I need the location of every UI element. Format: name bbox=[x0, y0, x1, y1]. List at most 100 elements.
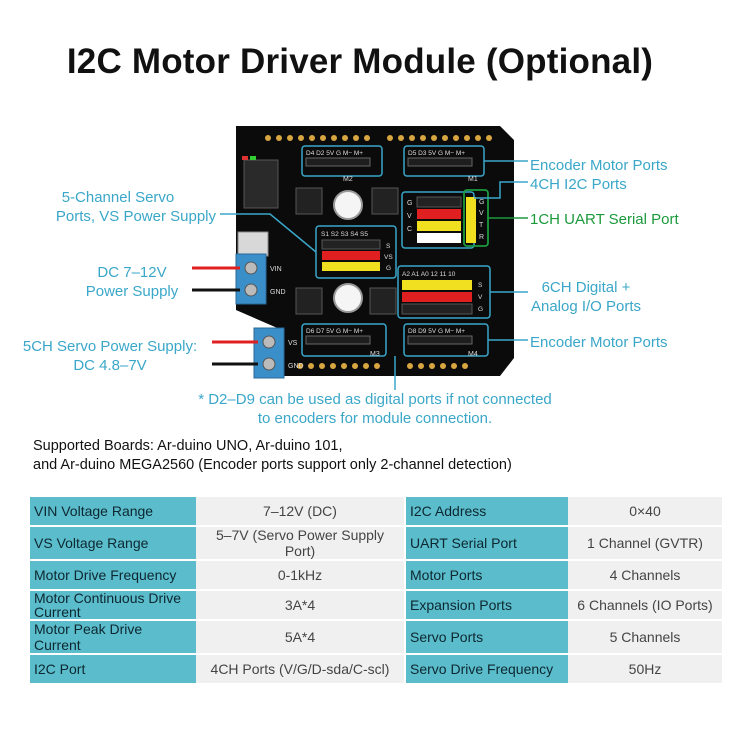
vs-label: VS bbox=[288, 340, 298, 347]
m3-label: M3 bbox=[370, 351, 380, 358]
ic-chip bbox=[243, 159, 279, 209]
board-diagram: D4 D2 5V G M− M+ M2 D5 D3 5V G M− M+ M1 … bbox=[192, 126, 528, 390]
gvtr-r: R bbox=[479, 234, 484, 241]
gnd-label: GND bbox=[270, 289, 286, 296]
page-title: I2C Motor Driver Module (Optional) bbox=[66, 42, 654, 81]
analog-side-s: S bbox=[478, 282, 483, 289]
servo-side-s: S bbox=[386, 243, 391, 250]
label-servo-power-line1: 5CH Servo Power Supply: bbox=[22, 338, 198, 355]
table-row: I2C Port 4CH Ports (V/G/D-sda/C-scl) Ser… bbox=[30, 655, 722, 683]
table-row: Motor Continuous Drive Current 3A*4 Expa… bbox=[30, 591, 722, 619]
servo-side-vs: VS bbox=[384, 254, 393, 261]
spec-key: UART Serial Port bbox=[406, 527, 568, 559]
table-row: VIN Voltage Range 7–12V (DC) I2C Address… bbox=[30, 497, 722, 525]
servo-header-text: S1 S2 S3 S4 S5 bbox=[321, 231, 368, 238]
inductor bbox=[237, 231, 269, 257]
table-row: Motor Drive Frequency 0-1kHz Motor Ports… bbox=[30, 561, 722, 589]
spec-key: Servo Ports bbox=[406, 621, 568, 653]
spec-key: VS Voltage Range bbox=[30, 527, 196, 559]
pin-strip bbox=[305, 335, 371, 345]
label-i2c-ports: 4CH I2C Ports bbox=[530, 176, 627, 193]
led bbox=[242, 156, 248, 160]
m4-label: M4 bbox=[468, 351, 478, 358]
label-dc-line1: DC 7–12V bbox=[97, 264, 167, 281]
ic-chip bbox=[369, 287, 397, 315]
top-gold-pins bbox=[265, 135, 492, 141]
label-encoder-top: Encoder Motor Ports bbox=[530, 157, 668, 174]
spec-value: 5A*4 bbox=[196, 621, 404, 653]
header-top-right-text: D5 D3 5V G M− M+ bbox=[408, 150, 465, 157]
label-digital-line1: 6CH Digital + bbox=[541, 279, 631, 296]
spec-value: 0-1kHz bbox=[196, 561, 404, 589]
ic-chip bbox=[295, 287, 323, 315]
spec-key: Motor Peak Drive Current bbox=[30, 621, 196, 653]
pin-strip bbox=[305, 157, 371, 167]
i2c-pins bbox=[416, 196, 462, 243]
spec-value: 4 Channels bbox=[568, 561, 722, 589]
label-servo-power: 5CH Servo Power Supply: DC 4.8–7V bbox=[12, 337, 208, 375]
spec-value: 3A*4 bbox=[196, 591, 404, 619]
analog-header-text: A2 A1 A0 12 11 10 bbox=[402, 271, 456, 278]
vin-label: VIN bbox=[270, 266, 282, 273]
gnd2-label: GND bbox=[288, 363, 304, 370]
mount-hole bbox=[333, 190, 363, 220]
gvtr-t: T bbox=[479, 222, 484, 229]
spec-value: 7–12V (DC) bbox=[196, 497, 404, 525]
gvc-side-g: G bbox=[407, 200, 412, 207]
label-servo-ports-line1: 5-Channel Servo bbox=[61, 189, 175, 206]
encoder-header-box bbox=[301, 145, 383, 177]
bottom-gold-pins bbox=[297, 363, 468, 369]
label-uart: 1CH UART Serial Port bbox=[530, 211, 679, 228]
header-bottom-left-text: D6 D7 5V G M− M+ bbox=[306, 328, 363, 335]
spec-value: 4CH Ports (V/G/D-sda/C-scl) bbox=[196, 655, 404, 683]
m2-label: M2 bbox=[343, 176, 353, 183]
spec-key: I2C Address bbox=[406, 497, 568, 525]
label-encoder-bottom: Encoder Motor Ports bbox=[530, 334, 668, 351]
spec-key: Motor Ports bbox=[406, 561, 568, 589]
spec-value: 1 Channel (GVTR) bbox=[568, 527, 722, 559]
ic-chip bbox=[295, 187, 323, 215]
uart-pins bbox=[466, 197, 476, 243]
spec-key: Servo Drive Frequency bbox=[406, 655, 568, 683]
table-row: Motor Peak Drive Current 5A*4 Servo Port… bbox=[30, 621, 722, 653]
pin-strip bbox=[407, 335, 473, 345]
spec-key: Motor Continuous Drive Current bbox=[30, 591, 196, 619]
spec-value: 6 Channels (IO Ports) bbox=[568, 591, 722, 619]
label-digital-analog: 6CH Digital + Analog I/O Ports bbox=[524, 278, 648, 316]
analog-side-v: V bbox=[478, 294, 483, 301]
label-note: * D2–D9 can be used as digital ports if … bbox=[170, 390, 580, 428]
table-row: VS Voltage Range 5–7V (Servo Power Suppl… bbox=[30, 527, 722, 559]
label-servo-ports: 5-Channel Servo Ports, VS Power Supply bbox=[20, 188, 216, 226]
supported-line2: and Ar-duino MEGA2560 (Encoder ports sup… bbox=[33, 457, 512, 473]
spec-key: Motor Drive Frequency bbox=[30, 561, 196, 589]
supported-boards: Supported Boards: Ar-duino UNO, Ar-duino… bbox=[33, 437, 512, 475]
encoder-header-box bbox=[301, 323, 387, 357]
label-servo-ports-line2: Ports, VS Power Supply bbox=[55, 208, 216, 225]
mount-hole bbox=[333, 283, 363, 313]
spec-value: 5–7V (Servo Power Supply Port) bbox=[196, 527, 404, 559]
ic-chip bbox=[371, 187, 399, 215]
label-servo-power-line2: DC 4.8–7V bbox=[73, 357, 147, 374]
label-dc-power: DC 7–12V Power Supply bbox=[70, 263, 194, 301]
gvc-side-c: C bbox=[407, 226, 412, 233]
spec-table: VIN Voltage Range 7–12V (DC) I2C Address… bbox=[30, 495, 722, 685]
spec-key: VIN Voltage Range bbox=[30, 497, 196, 525]
callout-lines bbox=[220, 160, 528, 390]
label-note-line2: to encoders for module connection. bbox=[257, 410, 493, 427]
spec-key: I2C Port bbox=[30, 655, 196, 683]
servo-side-g: G bbox=[386, 265, 391, 272]
spec-key: Expansion Ports bbox=[406, 591, 568, 619]
gvc-side-v: V bbox=[407, 213, 412, 220]
spec-value: 0×40 bbox=[568, 497, 722, 525]
led bbox=[250, 156, 256, 160]
gvtr-g: G bbox=[479, 199, 484, 206]
spec-value: 50Hz bbox=[568, 655, 722, 683]
pin-strip bbox=[407, 157, 473, 167]
gvtr-v: V bbox=[479, 210, 484, 217]
m1-label: M1 bbox=[468, 176, 478, 183]
header-bottom-right-text: D8 D9 5V G M− M+ bbox=[408, 328, 465, 335]
label-note-line1: * D2–D9 can be used as digital ports if … bbox=[198, 391, 552, 408]
header-top-left-text: D4 D2 5V G M− M+ bbox=[306, 150, 363, 157]
spec-value: 5 Channels bbox=[568, 621, 722, 653]
analog-side-g: G bbox=[478, 306, 483, 313]
